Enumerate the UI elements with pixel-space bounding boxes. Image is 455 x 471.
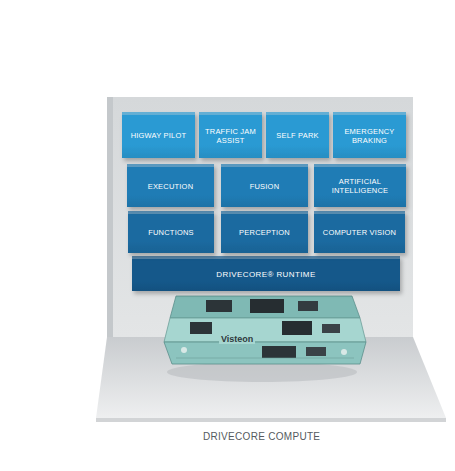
layer-block: ARTIFICIAL INTELLIGENCE [314, 164, 406, 207]
block-label: SELF PARK [276, 132, 319, 141]
block-label: FUNCTIONS [148, 229, 194, 238]
block-label: TRAFFIC JAM ASSIST [203, 128, 258, 145]
feature-block: HIGWAY PILOT [122, 112, 195, 158]
block-label: FUSION [250, 183, 280, 192]
feature-block: EMERGENCY BRAKING [333, 112, 406, 158]
layer-block: COMPUTER VISION [314, 211, 405, 253]
runtime-block: DRIVECORE® RUNTIME [132, 256, 400, 291]
layer-block: PERCEPTION [221, 211, 308, 253]
circuit-boards [164, 296, 366, 364]
board-logo: Visteon [219, 334, 255, 344]
board-shadow [167, 362, 357, 382]
block-label: ARTIFICIAL INTELLIGENCE [318, 178, 402, 195]
layer-block: FUNCTIONS [128, 211, 214, 253]
feature-block: TRAFFIC JAM ASSIST [199, 112, 262, 158]
block-label: DRIVECORE® RUNTIME [216, 270, 315, 279]
layer-block: EXECUTION [127, 164, 214, 207]
wall-edge [107, 97, 113, 337]
block-label: COMPUTER VISION [323, 229, 396, 238]
caption: DRIVECORE COMPUTE [203, 431, 320, 442]
layer-block: FUSION [221, 164, 308, 207]
floor [96, 337, 446, 418]
block-label: HIGWAY PILOT [131, 132, 187, 141]
block-label: PERCEPTION [239, 229, 290, 238]
floor-edge [96, 418, 446, 422]
back-wall [107, 97, 413, 337]
block-label: EMERGENCY BRAKING [337, 128, 402, 145]
block-label: EXECUTION [148, 183, 194, 192]
feature-block: SELF PARK [266, 112, 329, 158]
